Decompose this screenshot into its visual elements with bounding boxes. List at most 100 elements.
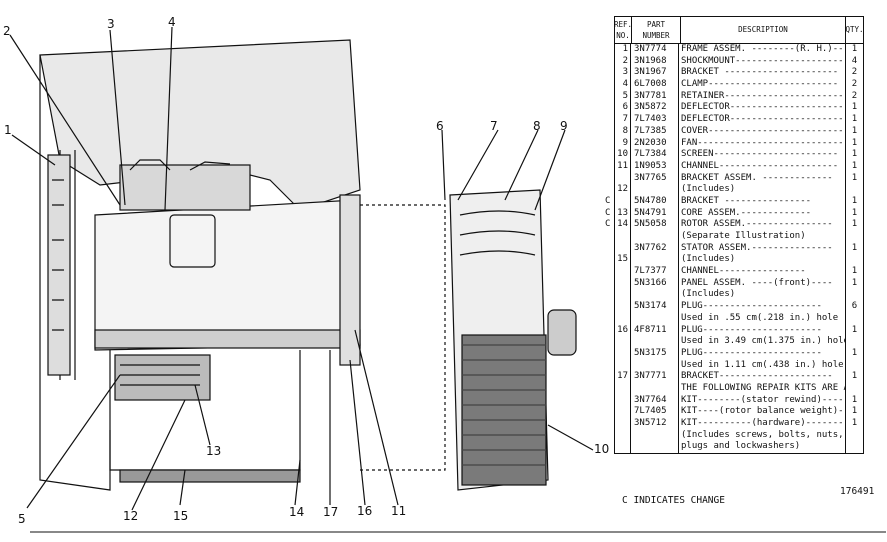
row-qty: 1 bbox=[851, 418, 858, 428]
row-part-number: 3N5872 bbox=[631, 102, 679, 115]
callout-13: 13 bbox=[206, 444, 221, 458]
row-part-number: 7L7405 bbox=[631, 406, 679, 418]
table-row: Used in 3.49 cm(1.375 in.) hole bbox=[615, 336, 863, 348]
stator-body bbox=[94, 199, 361, 351]
row-ref bbox=[615, 418, 631, 430]
row-part-number: 5N4791 bbox=[631, 207, 679, 220]
table-row: 5N3175 PLUG----------------------1 bbox=[615, 347, 863, 360]
row-description: (Includes) bbox=[679, 184, 846, 196]
row-part-number bbox=[631, 336, 679, 348]
row-ref: 16 bbox=[615, 324, 631, 337]
row-qty: 1 bbox=[851, 44, 858, 54]
row-description: CHANNEL---------------------- bbox=[679, 160, 846, 173]
row-qty: 1 bbox=[851, 406, 858, 417]
row-description: BRACKET ASSEM. ------------- bbox=[679, 172, 846, 185]
callout-17: 17 bbox=[323, 505, 338, 519]
row-qty bbox=[846, 441, 863, 453]
row-description: FRAME ASSEM. --------(R. H.)------ bbox=[679, 44, 846, 56]
table-header: REF. NO. PART NUMBER DESCRIPTION QTY. bbox=[614, 17, 864, 44]
row-part-number: 7L7385 bbox=[631, 125, 679, 138]
row-ref bbox=[615, 336, 631, 348]
row-part-number bbox=[631, 254, 679, 267]
callout-4: 4 bbox=[168, 15, 176, 29]
row-qty bbox=[846, 313, 863, 325]
row-description: CHANNEL---------------- bbox=[679, 266, 846, 278]
row-description: ROTOR ASSEM.---------------- bbox=[679, 219, 846, 231]
row-qty: 1 bbox=[851, 137, 858, 148]
row-part-number: 5N3174 bbox=[631, 301, 679, 313]
change-footnote: C INDICATES CHANGE bbox=[622, 495, 725, 506]
row-ref: 3 bbox=[615, 67, 631, 80]
row-qty: 1 bbox=[851, 394, 858, 405]
row-ref bbox=[615, 347, 631, 360]
table-row: THE FOLLOWING REPAIR KITS ARE AVAILABLE: bbox=[615, 382, 863, 395]
callout-8: 8 bbox=[533, 119, 541, 133]
row-part-number: 3N7764 bbox=[631, 394, 679, 407]
row-ref bbox=[615, 289, 631, 302]
core-assembly bbox=[114, 354, 211, 401]
row-qty bbox=[846, 231, 863, 243]
row-description: Used in 1.11 cm(.438 in.) hole bbox=[679, 359, 846, 372]
row-qty: 1 bbox=[851, 149, 858, 160]
row-part-number: 3N1967 bbox=[631, 67, 679, 80]
row-description: Used in 3.49 cm(1.375 in.) hole bbox=[681, 336, 846, 348]
row-qty: 2 bbox=[851, 90, 858, 101]
row-part-number: 7L7377 bbox=[631, 266, 679, 278]
row-ref: 7 bbox=[615, 114, 631, 126]
row-ref: 10 bbox=[615, 149, 631, 161]
row-qty: 6 bbox=[851, 301, 858, 312]
top-electrical-components bbox=[119, 164, 251, 211]
table-row: 5N3174 PLUG----------------------6 bbox=[615, 301, 863, 313]
row-qty: 1 bbox=[851, 371, 858, 382]
row-part-number: 3N5712 bbox=[631, 418, 679, 430]
table-row: (Includes) bbox=[615, 289, 863, 302]
row-part-number: 3N7765 bbox=[631, 172, 679, 185]
row-ref bbox=[615, 359, 631, 372]
change-marker: C bbox=[605, 207, 611, 218]
row-qty bbox=[846, 360, 863, 372]
row-ref bbox=[615, 266, 631, 278]
row-ref: 15 bbox=[615, 254, 631, 267]
row-ref: 8 bbox=[615, 125, 631, 138]
callout-3: 3 bbox=[107, 17, 115, 31]
row-part-number: 6L7008 bbox=[631, 79, 679, 91]
table-row: plugs and lockwashers) bbox=[615, 441, 863, 454]
table-row: 15 (Includes) bbox=[615, 254, 863, 267]
row-ref bbox=[615, 406, 631, 418]
row-ref: 4 bbox=[615, 79, 631, 91]
row-ref: 9 bbox=[615, 137, 631, 150]
side-bracket bbox=[47, 154, 71, 376]
figure-number: 176491 bbox=[840, 486, 875, 497]
row-qty: 1 bbox=[851, 102, 858, 113]
row-part-number: 3N7781 bbox=[631, 90, 679, 103]
header-ref: REF. NO. bbox=[614, 17, 632, 43]
row-ref: 11 bbox=[615, 160, 631, 173]
table-row: 12 (Includes) bbox=[615, 184, 863, 196]
fan-screen bbox=[461, 334, 547, 486]
row-qty: 1 bbox=[851, 242, 858, 253]
row-part-number: 4F8711 bbox=[631, 324, 679, 337]
row-description: Used in .55 cm(.218 in.) hole bbox=[679, 312, 846, 325]
row-qty bbox=[846, 383, 863, 395]
row-ref bbox=[615, 441, 631, 454]
row-description: BRACKET ---------------- bbox=[679, 195, 846, 208]
row-description: (Includes screws, bolts, nuts, bbox=[679, 429, 846, 442]
row-ref bbox=[615, 277, 631, 290]
row-part-number bbox=[631, 441, 679, 454]
callout-7: 7 bbox=[490, 119, 498, 133]
callout-12: 12 bbox=[123, 509, 138, 523]
callout-15: 15 bbox=[173, 509, 188, 523]
